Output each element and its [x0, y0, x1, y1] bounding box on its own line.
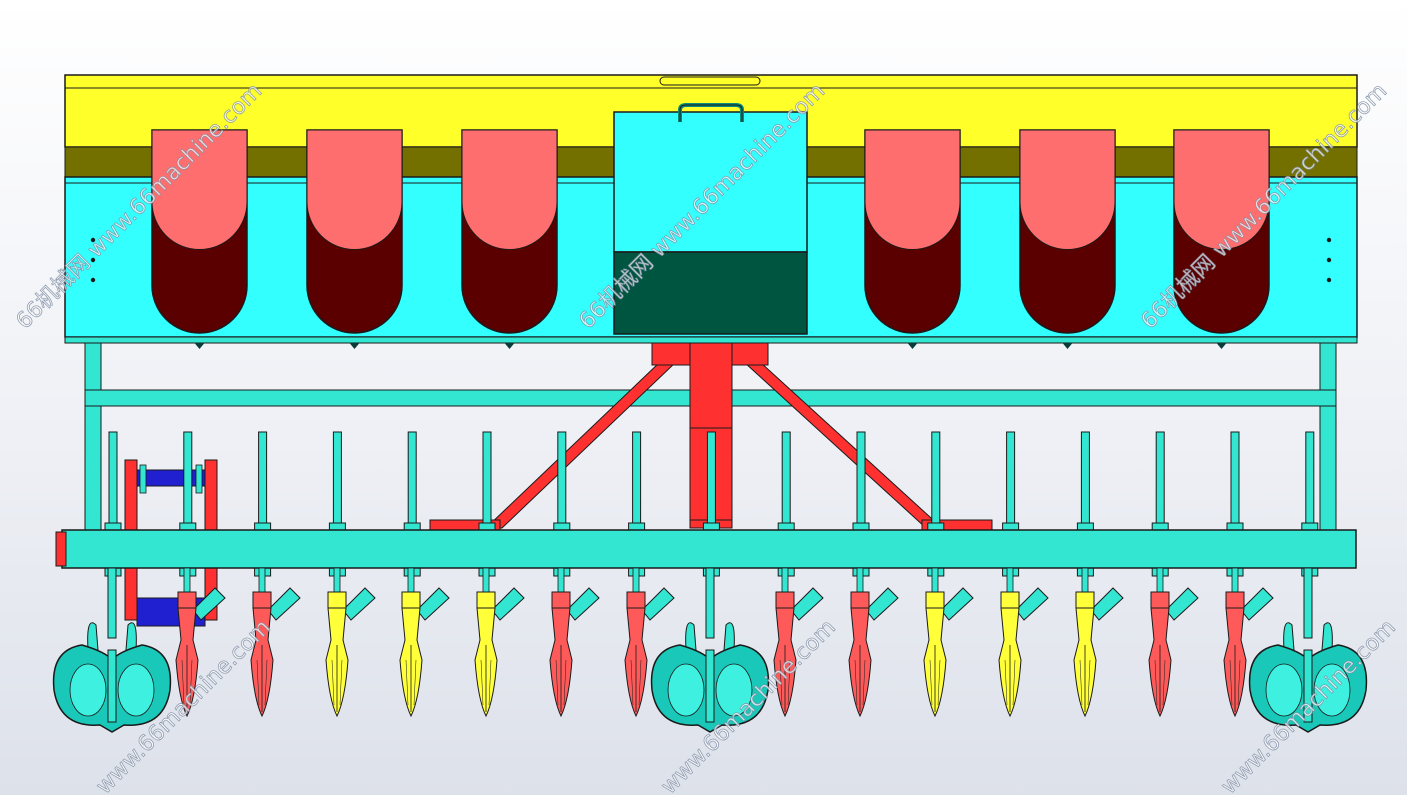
watermark-text: www.66machine.com — [1217, 615, 1401, 795]
opener — [325, 567, 376, 718]
seed-tube — [1090, 587, 1124, 621]
opener — [549, 567, 600, 718]
hopper-bolts-left — [90, 237, 96, 283]
opener — [399, 567, 450, 718]
hopper-bolts-right — [1326, 237, 1332, 283]
hitch-right-brace — [742, 361, 944, 529]
seed-box-window — [1019, 129, 1116, 250]
fertilizer-box-upper — [613, 111, 808, 253]
drive-axle-upper — [136, 469, 206, 487]
opener — [175, 567, 226, 718]
fertilizer-box-lower — [613, 251, 808, 335]
opener — [1223, 567, 1274, 718]
seed-tube — [865, 587, 899, 621]
hopper-lid-handle — [659, 76, 761, 86]
seed-tube — [790, 587, 824, 621]
seed-tube — [342, 587, 376, 621]
frame-post-left — [84, 342, 102, 534]
press-wheel — [1248, 567, 1368, 733]
toolbar-beam-endcap — [55, 531, 67, 567]
seed-box-window — [1173, 129, 1270, 250]
seed-box — [1173, 129, 1270, 349]
opener — [1148, 567, 1199, 718]
seed-tube — [192, 587, 226, 621]
seed-box — [1019, 129, 1116, 349]
seed-box — [151, 129, 248, 349]
seed-box — [306, 129, 403, 349]
seed-tube — [1240, 587, 1274, 621]
opener — [773, 567, 824, 718]
openers — [175, 567, 1274, 718]
seed-box — [461, 129, 558, 349]
seed-tube — [416, 587, 450, 621]
frame-posts — [104, 431, 1319, 577]
seed-box — [864, 129, 961, 349]
toolbar-beam — [55, 529, 1357, 569]
press-wheels — [52, 567, 1368, 733]
opener — [923, 567, 974, 718]
frame-post-right — [1319, 342, 1337, 534]
seed-tube — [1165, 587, 1199, 621]
opener — [474, 567, 525, 718]
hopper-bottom-lip — [64, 336, 1358, 344]
toolbar-beam-body — [61, 529, 1357, 569]
seed-box-window — [306, 129, 403, 250]
opener — [848, 567, 899, 718]
seed-tube — [566, 587, 600, 621]
opener — [624, 567, 675, 718]
seed-boxes — [151, 129, 1270, 349]
seed-box-window — [461, 129, 558, 250]
seed-tube — [641, 587, 675, 621]
seed-tube — [491, 587, 525, 621]
opener — [998, 567, 1049, 718]
seed-box-window — [151, 129, 248, 250]
press-wheel — [650, 567, 770, 733]
seed-tube — [1015, 587, 1049, 621]
opener — [250, 567, 301, 718]
press-wheel — [52, 567, 172, 733]
fertilizer-box — [613, 103, 808, 335]
seed-tube — [940, 587, 974, 621]
seed-tube — [267, 587, 301, 621]
seed-box-window — [864, 129, 961, 250]
opener — [1073, 567, 1124, 718]
hitch-left-brace — [484, 361, 678, 529]
